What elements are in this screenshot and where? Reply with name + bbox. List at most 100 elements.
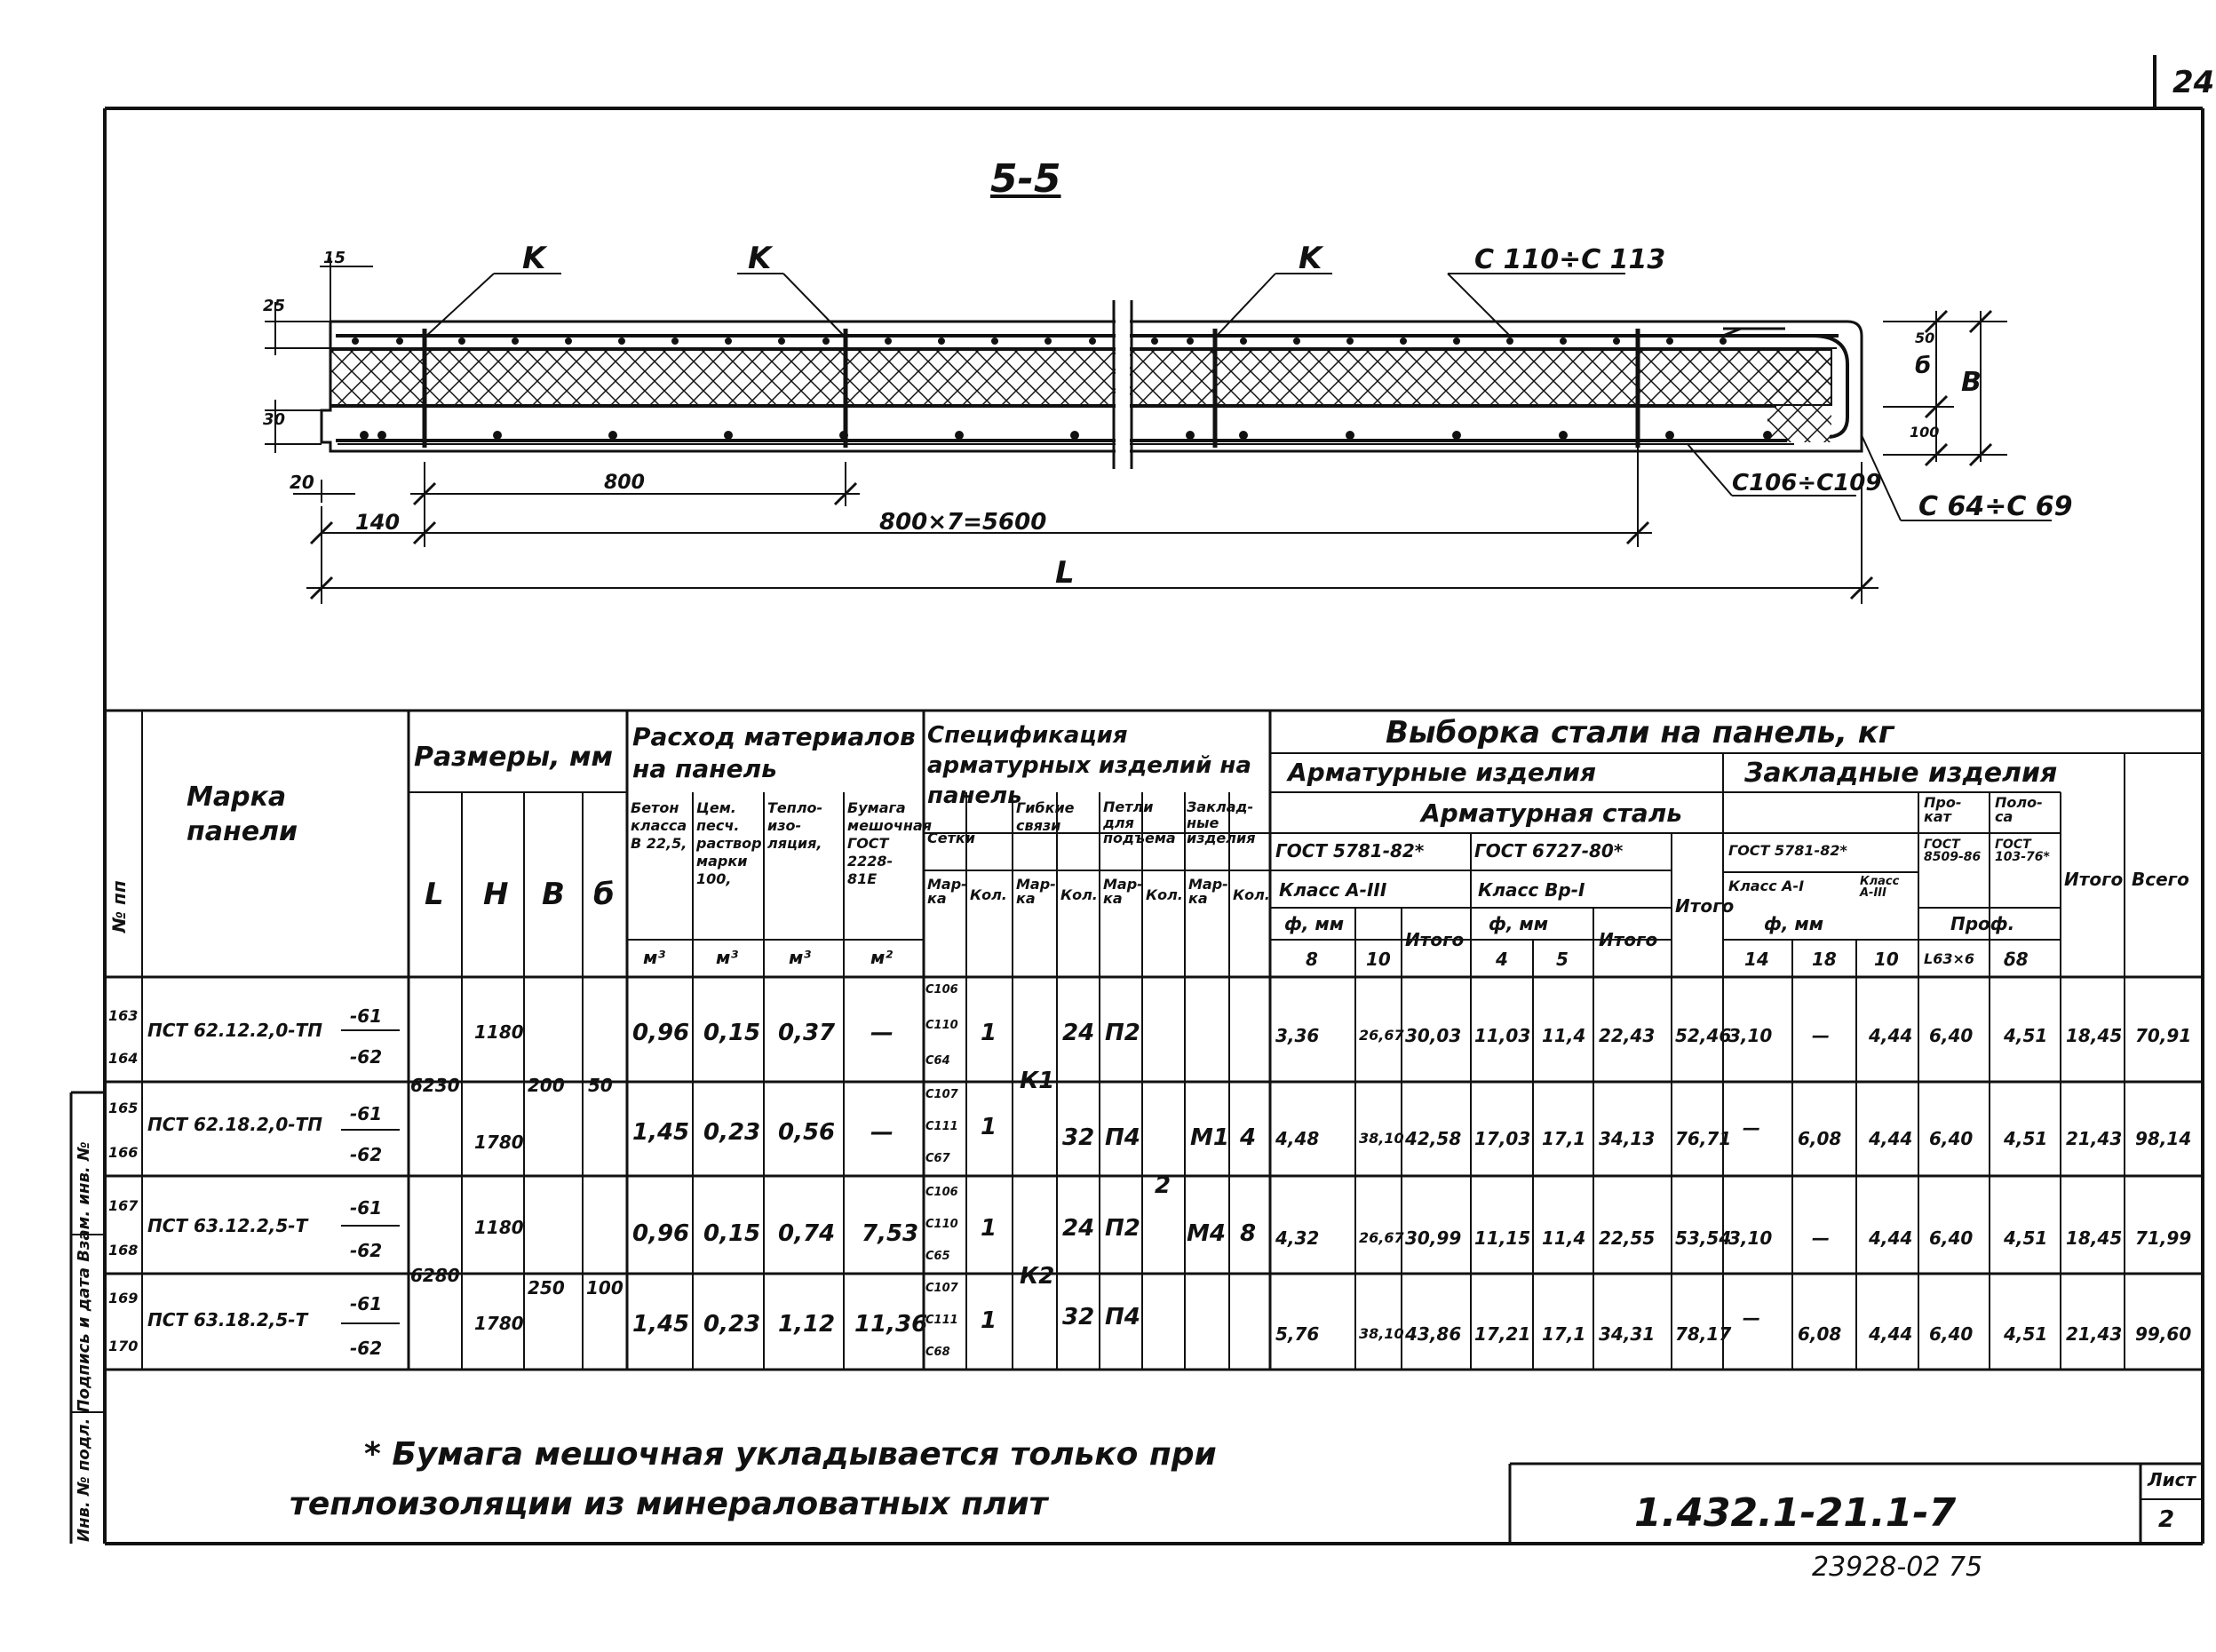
row-variant: -61 <box>350 1197 383 1219</box>
row-b4: 11,15 <box>1474 1227 1531 1249</box>
row-z18: — <box>1812 1227 1830 1249</box>
row-l63: 6,40 <box>1929 1323 1974 1345</box>
row-cem: 0,15 <box>703 1220 761 1247</box>
row-z18: 6,08 <box>1798 1323 1842 1345</box>
header-d10b: 10 <box>1874 949 1899 970</box>
row-z18: 6,08 <box>1798 1128 1842 1149</box>
row-p8: 4,51 <box>2004 1128 2048 1149</box>
header-d4: 4 <box>1496 949 1508 970</box>
header-B: В <box>542 877 565 912</box>
header-setki-kol: Кол. <box>970 886 1007 903</box>
row-z10: 4,44 <box>1869 1323 1913 1345</box>
row-marka: ПСТ 63.18.2,5-Т <box>147 1309 308 1330</box>
row-a-itogo: 42,58 <box>1405 1128 1462 1149</box>
header-vyborka: Выборка стали на панель, кг <box>1386 715 1894 751</box>
header-cem: Цем. песч. раствор марки 100, <box>696 799 762 887</box>
row-itogo: 53,54 <box>1675 1227 1732 1249</box>
header-d10: 10 <box>1366 949 1391 970</box>
header-H: Н <box>483 877 509 912</box>
row-setki-kol: 1 <box>981 1020 997 1046</box>
header-setki: Сетки <box>927 830 975 846</box>
header-d14: 14 <box>1744 949 1769 970</box>
row-setka: С110 <box>925 1019 958 1032</box>
group-gib-m1: К1 <box>1020 1068 1055 1094</box>
header-petli-kol: Кол. <box>1146 886 1183 903</box>
label-c106: С106÷С109 <box>1732 470 1882 496</box>
row-l63: 6,40 <box>1929 1227 1974 1249</box>
row-bum: 11,36 <box>854 1311 928 1338</box>
group-B1: 200 <box>528 1075 565 1096</box>
header-beton: Бетон класса В 22,5, <box>631 799 687 852</box>
header-cem-unit: м³ <box>716 947 739 968</box>
header-d18: 18 <box>1812 949 1837 970</box>
row-setki-kol: 1 <box>981 1307 997 1334</box>
row-gib-kol: 24 <box>1062 1215 1095 1242</box>
row-marka: ПСТ 62.18.2,0-ТП <box>147 1114 322 1135</box>
header-gib-marka: Мар- ка <box>1016 876 1056 907</box>
header-gost5781b: ГОСТ 5781-82* <box>1728 842 1847 859</box>
row-variant: -61 <box>350 1293 383 1314</box>
header-gost6727: ГОСТ 6727-80* <box>1474 840 1624 862</box>
dim-800: 800 <box>604 472 645 494</box>
header-d8: 8 <box>1306 949 1318 970</box>
header-vsego: Всего <box>2132 869 2189 890</box>
row-variant: -62 <box>350 1144 383 1165</box>
row-z10: 4,44 <box>1869 1128 1913 1149</box>
header-zakl-marka: Мар- ка <box>1188 876 1228 907</box>
row-z14: 3,10 <box>1728 1025 1773 1046</box>
row-variant: -62 <box>350 1338 383 1359</box>
row-a10: 26,67 <box>1359 1229 1404 1246</box>
row-setka: С111 <box>925 1120 958 1133</box>
row-num: 169 <box>108 1290 139 1307</box>
dim-140: 140 <box>355 510 400 535</box>
row-vsego: 70,91 <box>2135 1025 2192 1046</box>
header-spec: Спецификация арматурных изделий на панел… <box>927 722 1251 809</box>
row-z18: — <box>1812 1025 1830 1046</box>
header-l63: L63×6 <box>1924 950 1974 967</box>
sheet-number: 2 <box>2158 1506 2175 1533</box>
row-itogo2: 18,45 <box>2066 1227 2123 1249</box>
row-setki-kol: 1 <box>981 1215 997 1242</box>
row-b-itogo: 34,31 <box>1599 1323 1656 1345</box>
row-gib-kol: 32 <box>1062 1304 1095 1330</box>
row-itogo: 52,46 <box>1675 1025 1732 1046</box>
dim-20: 20 <box>290 472 314 493</box>
table-grid <box>105 709 2203 1371</box>
header-bumaga-unit: м² <box>870 947 894 968</box>
group-b2: 100 <box>586 1277 623 1299</box>
row-z10: 4,44 <box>1869 1227 1913 1249</box>
row-itogo: 78,17 <box>1675 1323 1732 1345</box>
header-gost8509: ГОСТ 8509-86 <box>1924 838 1982 864</box>
group-petli-kol: 2 <box>1155 1172 1172 1199</box>
header-d-mm-1: ф, мм <box>1284 913 1345 934</box>
footnote-line-1: * Бумага мешочная укладывается только пр… <box>364 1436 1217 1473</box>
group-B2: 250 <box>528 1277 565 1299</box>
row-setka: С107 <box>925 1282 958 1295</box>
row-petli: П2 <box>1105 1215 1140 1242</box>
row-z10: 4,44 <box>1869 1025 1913 1046</box>
row-num: 166 <box>108 1144 139 1161</box>
row-gib-kol: 24 <box>1062 1020 1095 1046</box>
row-a10: 38,10 <box>1359 1325 1404 1342</box>
header-col-no: № пп <box>108 880 130 933</box>
dim-L: L <box>1055 555 1075 591</box>
header-gost103: ГОСТ 103-76* <box>1995 838 2050 864</box>
row-H: 1180 <box>474 1021 524 1043</box>
row-a8: 4,32 <box>1275 1227 1320 1249</box>
row-vsego: 98,14 <box>2135 1128 2192 1149</box>
row-setka: С106 <box>925 1186 958 1199</box>
header-petli-marka: Мар- ка <box>1103 876 1143 907</box>
row-b-itogo: 22,43 <box>1599 1025 1656 1046</box>
row-a-itogo: 43,86 <box>1405 1323 1462 1345</box>
k-label-3: K <box>1299 241 1324 276</box>
row-setki-kol: 1 <box>981 1114 997 1140</box>
k-label-2: K <box>748 241 774 276</box>
dim-50: 50 <box>1915 330 1934 346</box>
row-a-itogo: 30,03 <box>1405 1025 1462 1046</box>
header-zakl-kol: Кол. <box>1233 886 1270 903</box>
header-gib-kol: Кол. <box>1060 886 1098 903</box>
dim-15: 15 <box>323 249 346 267</box>
sheet-label: Лист <box>2148 1469 2196 1490</box>
row-vsego: 99,60 <box>2135 1323 2192 1345</box>
row-bum: — <box>870 1020 894 1046</box>
